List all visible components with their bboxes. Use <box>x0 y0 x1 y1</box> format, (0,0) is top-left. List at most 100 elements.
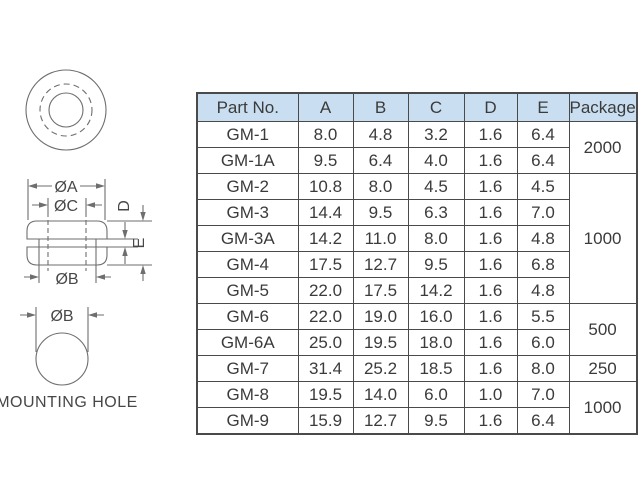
column-header: C <box>407 92 465 122</box>
inner-hole-circle <box>48 92 84 128</box>
mounting-hole-caption: MOUNTING HOLE <box>0 394 138 411</box>
dimension-cell: 1.6 <box>463 303 518 330</box>
dimension-cell: 6.3 <box>407 199 465 226</box>
part-no-cell: GM-3A <box>196 225 299 252</box>
mounting-hole-circle <box>35 332 89 386</box>
dim-label-dia-a: ØA <box>54 179 77 196</box>
dimension-cell: 11.0 <box>352 225 409 252</box>
column-header: E <box>516 92 570 122</box>
arrow-left-icon <box>88 312 97 318</box>
dimension-cell: 22.0 <box>297 303 354 330</box>
column-header: Package <box>568 92 638 122</box>
dimension-cell: 6.4 <box>516 121 570 148</box>
dim-label-dia-c: ØC <box>54 198 78 215</box>
dimension-cell: 1.6 <box>463 251 518 278</box>
dimension-cell: 7.0 <box>516 381 570 408</box>
dimension-cell: 8.0 <box>297 121 354 148</box>
grommet-section-view: ØA ØC D E ØB <box>24 179 152 288</box>
dimension-cell: 19.5 <box>297 381 354 408</box>
dimension-cell: 4.8 <box>352 121 409 148</box>
outer-circle <box>25 69 107 151</box>
arrow-up-icon <box>140 265 146 274</box>
arrow-left-icon <box>96 274 105 280</box>
dimension-cell: 14.2 <box>297 225 354 252</box>
part-no-cell: GM-7 <box>196 355 299 382</box>
package-cell: 250 <box>568 355 638 382</box>
dimension-cell: 9.5 <box>352 199 409 226</box>
grommet-top-view <box>25 69 107 151</box>
dimension-cell: 6.8 <box>516 251 570 278</box>
part-no-cell: GM-6A <box>196 329 299 356</box>
arrow-down-icon <box>140 212 146 221</box>
arrow-up-icon <box>122 247 128 256</box>
dimension-cell: 1.6 <box>463 173 518 200</box>
dimension-cell: 1.0 <box>463 381 518 408</box>
dimension-cell: 31.4 <box>297 355 354 382</box>
grommet-diagram: ØA ØC D E ØB <box>0 69 152 411</box>
dimension-cell: 17.5 <box>297 251 354 278</box>
dimension-cell: 14.2 <box>407 277 465 304</box>
dimension-cell: 1.6 <box>463 225 518 252</box>
arrow-right-icon <box>96 183 105 189</box>
dimension-cell: 8.0 <box>407 225 465 252</box>
part-no-cell: GM-6 <box>196 303 299 330</box>
dimension-cell: 1.6 <box>463 355 518 382</box>
top-flange <box>26 220 108 240</box>
dimension-cell: 8.0 <box>516 355 570 382</box>
dim-label-dia-b-section: ØB <box>55 271 78 288</box>
dimension-cell: 16.0 <box>407 303 465 330</box>
arrow-left-icon <box>28 183 37 189</box>
dim-label-d: D <box>116 200 133 212</box>
dimension-cell: 5.5 <box>516 303 570 330</box>
dimension-cell: 4.0 <box>407 147 465 174</box>
dimension-cell: 9.5 <box>407 407 465 435</box>
dimension-cell: 25.0 <box>297 329 354 356</box>
package-cell: 1000 <box>568 381 638 435</box>
dimension-cell: 1.6 <box>463 147 518 174</box>
arrow-down-icon <box>122 230 128 239</box>
dim-label-dia-b-hole: ØB <box>50 308 73 325</box>
dimension-cell: 7.0 <box>516 199 570 226</box>
groove-dashed-circle <box>39 83 93 137</box>
dimension-cell: 6.0 <box>407 381 465 408</box>
package-cell: 500 <box>568 303 638 356</box>
dimension-cell: 6.4 <box>516 407 570 435</box>
dimension-cell: 18.0 <box>407 329 465 356</box>
dimension-cell: 17.5 <box>352 277 409 304</box>
package-cell: 1000 <box>568 173 638 304</box>
dimension-cell: 19.5 <box>352 329 409 356</box>
column-header: B <box>352 92 409 122</box>
column-header: Part No. <box>196 92 299 122</box>
dimension-cell: 1.6 <box>463 407 518 435</box>
dimension-cell: 6.0 <box>516 329 570 356</box>
dimension-cell: 14.4 <box>297 199 354 226</box>
dimension-cell: 4.5 <box>516 173 570 200</box>
mounting-hole-view: ØB MOUNTING HOLE <box>0 307 138 411</box>
part-no-cell: GM-9 <box>196 407 299 435</box>
part-no-cell: GM-3 <box>196 199 299 226</box>
arrow-left-icon <box>86 202 95 208</box>
part-no-cell: GM-4 <box>196 251 299 278</box>
dim-label-e: E <box>131 238 148 249</box>
dimension-cell: 9.5 <box>297 147 354 174</box>
dimension-cell: 4.8 <box>516 277 570 304</box>
part-no-cell: GM-1A <box>196 147 299 174</box>
dimension-cell: 1.6 <box>463 121 518 148</box>
package-cell: 2000 <box>568 121 638 174</box>
dimension-cell: 4.5 <box>407 173 465 200</box>
arrow-right-icon <box>27 312 36 318</box>
column-header: A <box>297 92 354 122</box>
dimension-cell: 4.8 <box>516 225 570 252</box>
